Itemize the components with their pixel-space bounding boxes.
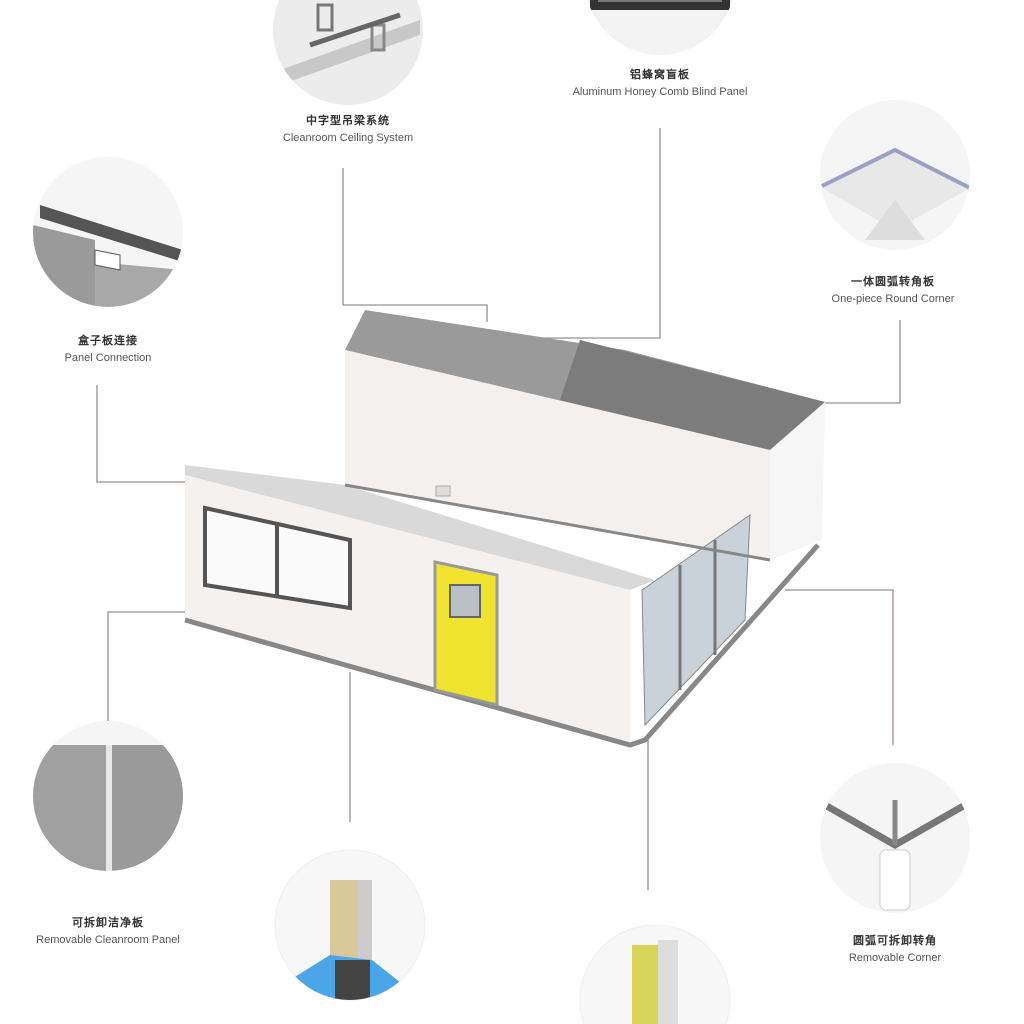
detail-removable-corner-icon (820, 763, 970, 913)
callout-removable-panel: 可拆卸洁净板 Removable Cleanroom Panel (8, 914, 208, 946)
callout-ceiling: 中字型吊梁系统 Cleanroom Ceiling System (248, 112, 448, 144)
callout-cn: 可拆卸洁净板 (72, 917, 144, 929)
leader-lines (96, 128, 901, 890)
callout-panel-connection: 盒子板连接 Panel Connection (18, 332, 198, 364)
door (433, 560, 499, 707)
callout-en: Removable Corner (848, 952, 942, 964)
cleanroom-building (184, 310, 825, 748)
callout-en: Removable Cleanroom Panel (36, 934, 180, 946)
callout-en: Cleanroom Ceiling System (282, 132, 414, 144)
callout-cn: 铝蜂窝盲板 (630, 69, 690, 81)
callout-cn: 中字型吊梁系统 (306, 115, 390, 127)
callout-en: Panel Connection (64, 352, 152, 364)
callout-round-corner: 一体圆弧转角板 One-piece Round Corner (800, 273, 986, 305)
detail-round-corner-icon (820, 100, 970, 250)
detail-floor-panel-icon (274, 849, 426, 1001)
callout-en: One-piece Round Corner (831, 293, 955, 305)
callout-cn: 盒子板连接 (78, 335, 138, 347)
callout-cn: 圆弧可拆卸转角 (853, 935, 937, 947)
detail-yellow-panel-icon (579, 924, 731, 1024)
detail-panel-connection-icon (33, 157, 183, 307)
detail-honeycomb-icon (587, 0, 733, 55)
detail-ceiling-icon (273, 0, 423, 105)
callout-en: Aluminum Honey Comb Blind Panel (572, 86, 748, 98)
callout-cn: 一体圆弧转角板 (851, 276, 935, 288)
callout-honeycomb: 铝蜂窝盲板 Aluminum Honey Comb Blind Panel (540, 66, 780, 98)
detail-removable-panel-icon (33, 721, 183, 871)
callout-removable-corner: 圆弧可拆卸转角 Removable Corner (805, 932, 985, 964)
